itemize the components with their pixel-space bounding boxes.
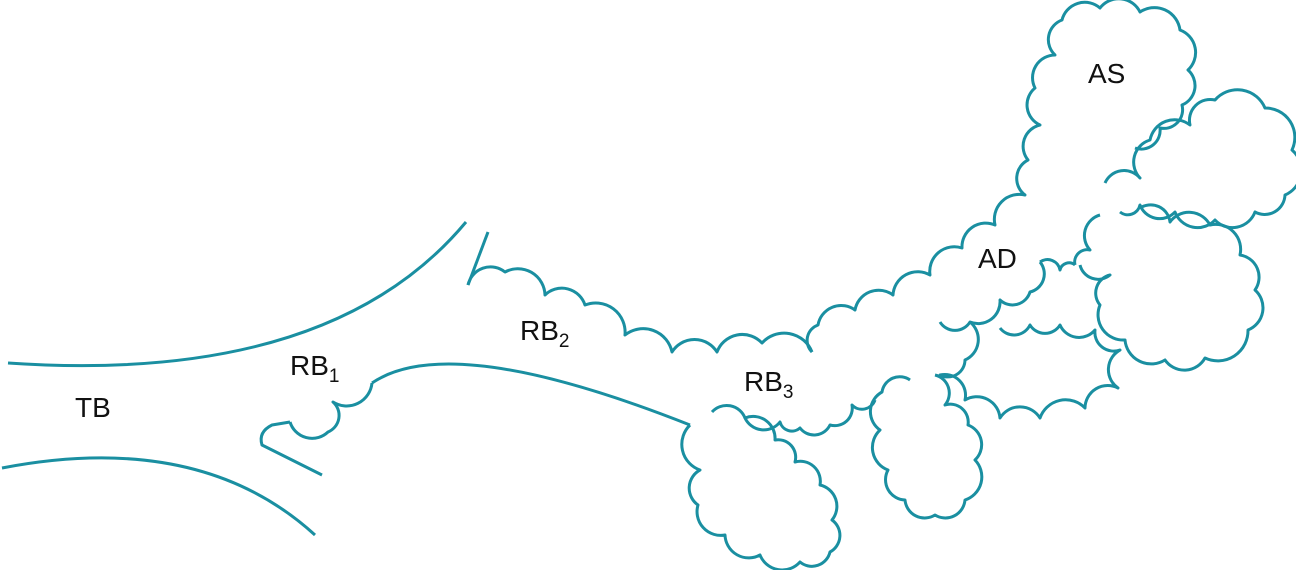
rb1-lip xyxy=(259,420,323,477)
rb3-alveoli xyxy=(743,399,877,437)
alveolar-sac-lower xyxy=(1078,203,1265,372)
label-terminal-bronchiole: TB xyxy=(75,392,111,423)
rb2-lower-wall xyxy=(371,362,691,427)
rb2-alveoli xyxy=(466,265,814,354)
label-rb1: RB1 xyxy=(290,350,340,387)
alveolar-sac-upper xyxy=(805,0,1198,354)
alveolar-sac-right xyxy=(1103,88,1296,230)
label-rb3: RB3 xyxy=(744,366,794,403)
ad-sep xyxy=(1039,258,1076,272)
tb-upper-wall xyxy=(7,221,468,368)
ad-lower xyxy=(938,261,1046,332)
ad-branch xyxy=(1073,213,1101,266)
label-alveolar-sac: AS xyxy=(1088,58,1126,89)
rb3-cluster-mid xyxy=(868,373,984,520)
label-rb2: RB2 xyxy=(520,315,570,352)
tb-lower-wall xyxy=(1,456,317,537)
rb3-cluster-right xyxy=(938,320,1122,420)
rb1-alveoli xyxy=(288,382,374,440)
label-alveolar-duct: AD xyxy=(978,243,1017,274)
rb3-cluster-left xyxy=(680,404,842,570)
